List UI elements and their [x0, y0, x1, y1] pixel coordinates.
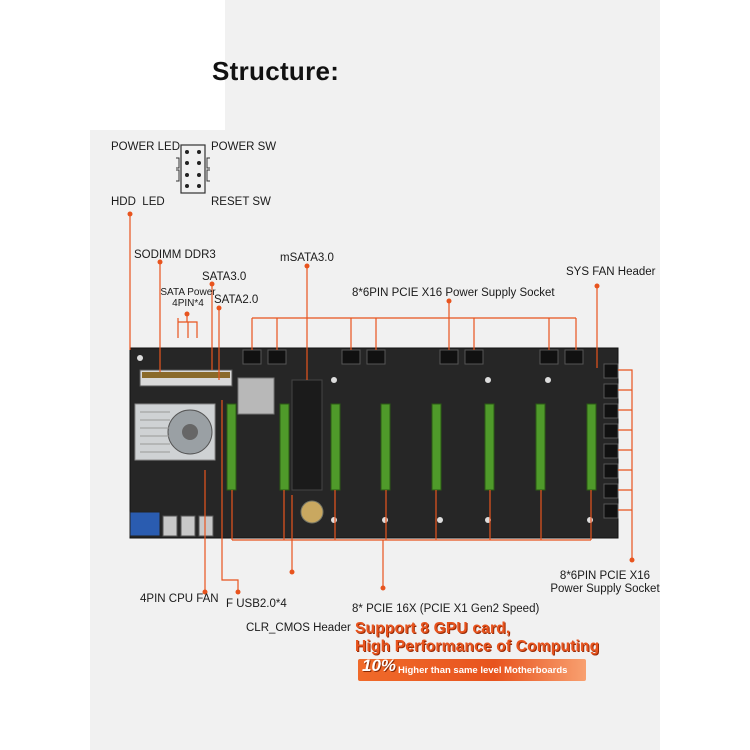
promo-headline: Support 8 GPU card, High Performance of … [355, 620, 599, 656]
label-pcie-power-bottom-line2: Power Supply Socket [550, 583, 660, 595]
promo-banner [358, 659, 586, 681]
label-reset-sw: RESET SW [211, 196, 271, 208]
label-sodimm: SODIMM DDR3 [134, 249, 216, 261]
label-power-sw: POWER SW [211, 141, 277, 153]
front-panel-header-icon [176, 144, 210, 194]
header-background [0, 0, 225, 130]
page-title: Structure: [212, 56, 340, 86]
label-sata-power-line1: SATA Power [160, 287, 216, 298]
msata-slot [291, 379, 323, 491]
label-pcie-power-bottom: 8*6PIN PCIE X16 Power Supply Socket [550, 570, 660, 596]
label-sata-power-line2: 4PIN*4 [172, 298, 204, 309]
label-pcie-slots: 8* PCIE 16X (PCIE X1 Gen2 Speed) [352, 603, 540, 615]
label-power-led: POWER LED [111, 141, 181, 153]
label-msata: mSATA3.0 [280, 252, 334, 264]
pcie-slots [226, 403, 597, 491]
label-sata-power: SATA Power 4PIN*4 [160, 287, 216, 309]
label-hdd-led: HDD LED [111, 196, 165, 208]
label-f-usb: F USB2.0*4 [226, 598, 287, 610]
callout-dots [127, 211, 635, 595]
label-sys-fan: SYS FAN Header [566, 266, 656, 278]
callout-lines [129, 214, 633, 592]
promo-line2: High Performance of Computing [355, 638, 600, 655]
label-cpu-fan: 4PIN CPU FAN [140, 593, 219, 605]
label-sata30: SATA3.0 [202, 271, 247, 283]
label-sata20: SATA2.0 [214, 294, 259, 306]
promo-line1: Support 8 GPU card, [355, 620, 511, 637]
label-clr-cmos: CLR_CMOS Header [246, 622, 351, 634]
vga-port [129, 511, 161, 537]
chipset-heatsink [237, 377, 275, 415]
pcie-power-connectors-top [242, 349, 584, 365]
promo-tagline: Higher than same level Motherboards [398, 665, 568, 676]
label-pcie-power-top: 8*6PIN PCIE X16 Power Supply Socket [352, 287, 555, 299]
label-pcie-power-bottom-line1: 8*6PIN PCIE X16 [559, 570, 651, 582]
promo-percent: 10% [362, 656, 397, 675]
side-connectors [603, 363, 619, 519]
